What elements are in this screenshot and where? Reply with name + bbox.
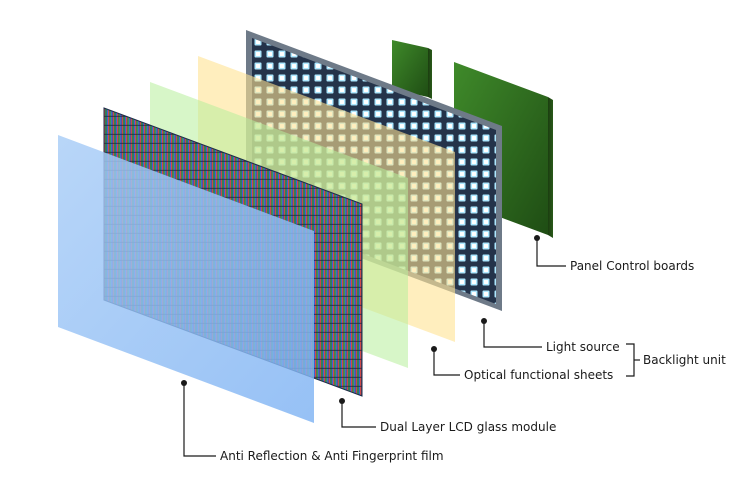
leader-lines <box>183 238 640 457</box>
label-optical-functional-sheets: Optical functional sheets <box>464 368 613 382</box>
dot-panel-control <box>534 235 540 241</box>
dot-optical-sheets <box>431 346 437 352</box>
leader-light-source <box>483 321 542 348</box>
label-light-source: Light source <box>546 340 620 354</box>
leader-optical-sheets <box>433 349 460 376</box>
leader-dots <box>181 235 540 404</box>
dot-lcd-module <box>339 398 345 404</box>
label-panel-control-boards: Panel Control boards <box>570 259 694 273</box>
label-anti-reflection-film: Anti Reflection & Anti Fingerprint film <box>220 449 444 463</box>
leader-panel-control <box>536 238 566 267</box>
anti-reflection-film <box>58 135 314 423</box>
label-backlight-unit: Backlight unit <box>643 353 726 367</box>
label-lcd-glass-module: Dual Layer LCD glass module <box>380 420 556 434</box>
leader-film <box>183 383 216 457</box>
backlight-bracket <box>626 343 635 377</box>
dot-film <box>181 380 187 386</box>
dot-light-source <box>481 318 487 324</box>
leader-lcd-module <box>341 401 376 428</box>
